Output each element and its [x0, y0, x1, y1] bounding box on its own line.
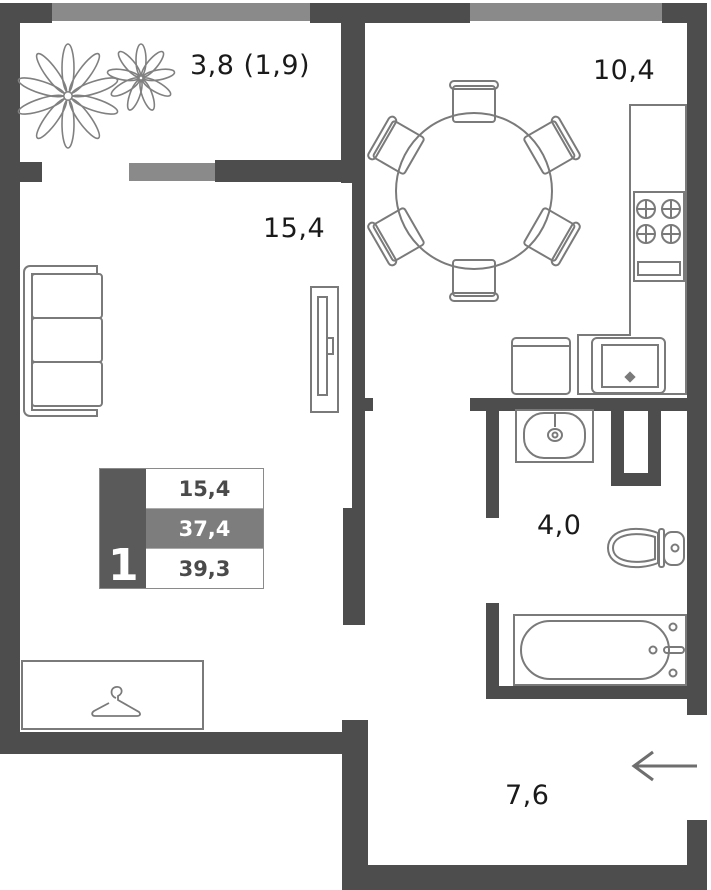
apartment-summary-box: 1 15,4 37,4 39,3 [99, 468, 264, 589]
arrow-left-icon [631, 750, 697, 782]
tv-stand-icon [310, 286, 339, 413]
rooms-count-badge: 1 [100, 469, 146, 588]
wall-bath-left-lower [486, 603, 499, 698]
wall-bottom-living [0, 732, 367, 754]
wall-center [352, 180, 365, 510]
wall-balcony-left-stub [0, 162, 42, 182]
window-kitchen [470, 3, 662, 21]
wall-right [687, 3, 707, 715]
total-with-balcony-value: 39,3 [178, 556, 231, 581]
wall-bath-bottom [486, 686, 707, 699]
window-balcony-door [129, 163, 215, 181]
room-area-kitchen: 10,4 [593, 55, 656, 86]
wall-balcony-bottom [215, 160, 365, 182]
wall-bottom-hall [342, 865, 707, 890]
wall-bath-left-upper [486, 398, 499, 518]
wall-top-left [0, 3, 52, 23]
wall-hall-left [342, 720, 368, 890]
total-area-value: 37,4 [146, 509, 263, 549]
plant-icon [106, 43, 176, 111]
plant-icon [17, 43, 119, 149]
wall-kitchen-bath [470, 398, 707, 411]
shaft-left [611, 398, 624, 486]
kitchen-counter-icon [577, 104, 687, 395]
living-area-value: 15,4 [146, 469, 263, 509]
window-balcony [52, 3, 310, 21]
room-area-balcony: 3,8 (1,9) [190, 50, 311, 81]
toilet-icon [606, 527, 685, 569]
bathtub-icon [513, 614, 687, 686]
wall-center-stub [352, 398, 373, 411]
dining-table-icon [367, 80, 581, 302]
sofa-icon [23, 265, 103, 417]
room-area-living-room: 15,4 [263, 213, 326, 244]
fridge-icon [511, 337, 571, 395]
sink-icon [515, 409, 594, 463]
shaft-bottom [611, 473, 661, 486]
wall-center-lower [343, 508, 365, 625]
wardrobe-icon [21, 660, 204, 730]
room-area-bathroom: 4,0 [537, 510, 582, 541]
wall-balcony-right [341, 3, 365, 183]
shaft-right [648, 398, 661, 486]
room-area-hallway: 7,6 [505, 780, 550, 811]
wall-left [0, 3, 20, 753]
rooms-count: 1 [108, 540, 139, 591]
